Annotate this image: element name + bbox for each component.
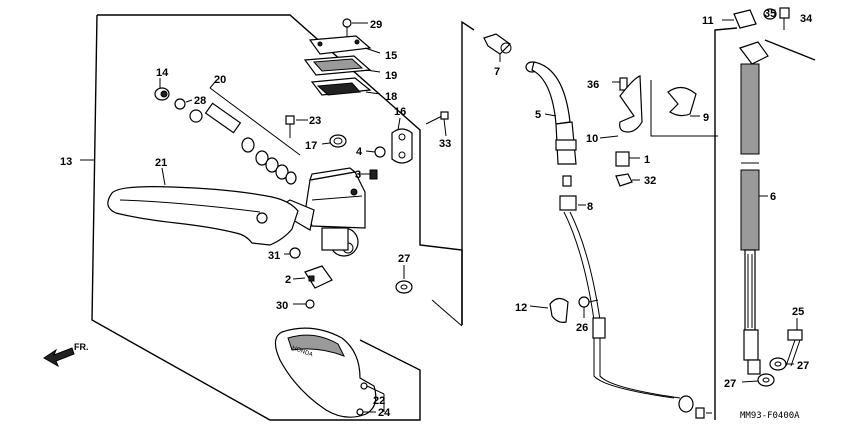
label-part-16: 16 [394, 106, 406, 118]
brake-hose-upper [525, 61, 577, 165]
label-part-13: 13 [60, 156, 72, 168]
holder-bolt-3 [359, 169, 378, 180]
collar-1 [615, 151, 640, 167]
label-part-26: 26 [576, 322, 588, 334]
label-part-25: 25 [792, 306, 804, 318]
lever-pivot-nut [284, 247, 301, 259]
label-part-15: 15 [385, 50, 397, 62]
part-labels: 29 15 19 18 14 20 28 23 16 17 4 3 33 13 … [60, 8, 813, 419]
group-frame-hose [461, 20, 475, 325]
label-part-8: 8 [587, 201, 593, 213]
bushing [321, 134, 347, 148]
hose-clip-9 [667, 86, 700, 117]
label-part-35: 35 [764, 8, 776, 20]
hose-clamp-11 [722, 9, 757, 29]
label-part-9: 9 [703, 112, 709, 124]
label-part-7: 7 [494, 66, 500, 78]
label-part-27-a: 27 [398, 253, 410, 265]
label-part-21: 21 [155, 157, 167, 169]
lever-pivot-bolt [285, 115, 308, 138]
reservoir-cap-screw [342, 18, 368, 38]
brake-hose-lower [739, 41, 769, 375]
nut-32 [615, 173, 640, 187]
label-part-12: 12 [515, 302, 527, 314]
label-part-14: 14 [156, 67, 169, 79]
sealing-washer-a [395, 265, 413, 294]
label-part-34: 34 [800, 13, 813, 25]
brake-pipe [559, 175, 712, 419]
label-part-10: 10 [586, 133, 598, 145]
sealing-washer-c [741, 373, 775, 387]
brake-light-switch [292, 265, 333, 289]
group-frame-brake-hose-6 [714, 27, 816, 420]
label-part-3: 3 [355, 169, 361, 181]
snap-ring [174, 98, 193, 110]
label-part-36: 36 [587, 79, 599, 91]
bolt-34 [779, 7, 790, 30]
label-part-32: 32 [644, 175, 656, 187]
brake-lever [107, 167, 299, 246]
label-part-33: 33 [439, 138, 451, 150]
label-part-6: 6 [770, 191, 776, 203]
label-part-2: 2 [285, 274, 291, 286]
knuckle-guard: HONDA [274, 327, 385, 418]
reservoir-diaphragm [310, 77, 381, 96]
label-part-27-b: 27 [797, 360, 809, 372]
label-part-11: 11 [702, 15, 714, 27]
pipe-bolt-26 [578, 296, 599, 318]
clip-bolt-36 [612, 77, 628, 91]
label-part-4: 4 [356, 146, 363, 158]
front-direction-label: FR. [74, 342, 89, 352]
label-part-5: 5 [535, 109, 541, 121]
label-part-30: 30 [276, 300, 288, 312]
label-part-27-c: 27 [724, 378, 736, 390]
label-part-28: 28 [194, 95, 206, 107]
label-part-29: 29 [370, 19, 382, 31]
bolt-33 [425, 111, 449, 137]
reservoir-plate [303, 55, 381, 76]
holder-bolt-4 [365, 146, 386, 158]
piston-boot [154, 78, 170, 101]
label-part-19: 19 [385, 70, 397, 82]
drawing-code: MM93-F0400A [740, 411, 800, 421]
label-part-17: 17 [305, 140, 317, 152]
label-part-20: 20 [214, 74, 226, 86]
grommet-35 [763, 8, 777, 20]
piston-set [189, 81, 301, 185]
master-cylinder-holder [391, 117, 413, 164]
sealing-washer-b [769, 357, 794, 371]
group-frame-clip-9 [650, 80, 718, 137]
label-part-22: 22 [373, 395, 385, 407]
label-part-1: 1 [644, 154, 650, 166]
label-part-18: 18 [385, 91, 397, 103]
label-part-31: 31 [268, 250, 280, 262]
reservoir-cap [308, 35, 381, 55]
front-direction-arrow-icon [43, 347, 75, 368]
caliper-bolt-25 [785, 318, 803, 367]
label-part-24: 24 [378, 407, 391, 419]
master-cylinder-body [283, 167, 366, 257]
label-part-23: 23 [309, 115, 321, 127]
switch-screw [293, 299, 315, 309]
hose-clip-10 [599, 75, 643, 139]
pipe-clamp-12 [529, 297, 569, 323]
hose-joint-bolt [483, 33, 512, 62]
